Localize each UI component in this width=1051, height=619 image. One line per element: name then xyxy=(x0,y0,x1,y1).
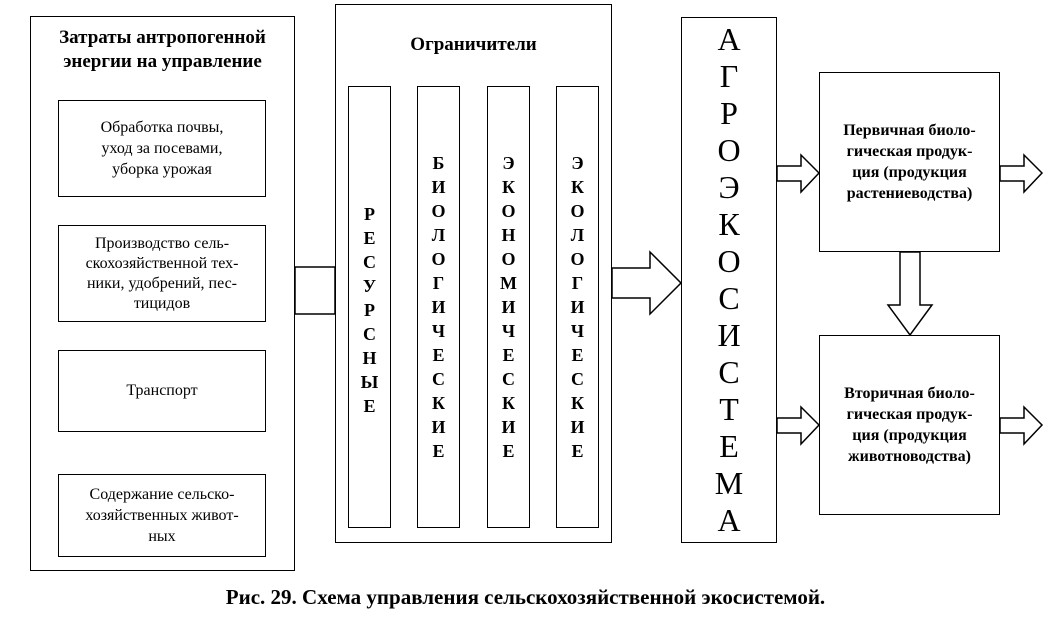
vertical-letter: И xyxy=(501,297,516,317)
limiters-to-agroecosystem-arrow xyxy=(611,250,683,316)
vertical-letter: О xyxy=(717,243,741,279)
cost-item-production: Производство сель- скохозяйственной тех-… xyxy=(58,225,266,322)
vertical-letter: О xyxy=(570,201,585,221)
primary-output-arrow xyxy=(999,153,1044,194)
costs-title: Затраты антропогенной энергии на управле… xyxy=(59,27,266,72)
costs-to-limiters-connector xyxy=(294,266,336,315)
vertical-letter: Р xyxy=(364,204,375,224)
vertical-letter: С xyxy=(718,280,740,316)
vertical-letter: М xyxy=(500,273,517,293)
vertical-letter: Т xyxy=(719,391,739,427)
vertical-letter: О xyxy=(501,249,516,269)
figure-caption: Рис. 29. Схема управления сельскохозяйст… xyxy=(225,585,826,609)
vertical-letter: А xyxy=(717,21,741,57)
primary-production-box: Первичная биоло- гическая продук- ция (п… xyxy=(819,72,1000,252)
vertical-letter: Е xyxy=(502,345,515,365)
cost-item-livestock: Содержание сельско- хозяйственных живот-… xyxy=(58,474,266,557)
secondary-output-arrow xyxy=(999,405,1044,446)
vertical-letter: И xyxy=(570,417,585,437)
cost-item-transport: Транспорт xyxy=(58,350,266,432)
vertical-letter: Р xyxy=(364,300,375,320)
vertical-letter: К xyxy=(431,393,446,413)
vertical-letter: Б xyxy=(432,153,445,173)
vertical-letter: Е xyxy=(571,441,584,461)
vertical-letter: К xyxy=(570,177,585,197)
vertical-letter: Ч xyxy=(501,321,516,341)
vertical-letter: Г xyxy=(571,273,584,293)
vertical-letter: Н xyxy=(362,348,377,368)
vertical-letter: Ч xyxy=(570,321,585,341)
vertical-letter: И xyxy=(717,317,741,353)
agro-to-primary-arrow xyxy=(776,153,821,194)
vertical-letter: С xyxy=(502,369,515,389)
vertical-letter: Е xyxy=(432,441,445,461)
vertical-letter: О xyxy=(717,132,741,168)
vertical-letter: Е xyxy=(719,428,739,464)
vertical-letter: И xyxy=(570,297,585,317)
vertical-letter: Е xyxy=(363,228,376,248)
vertical-letter: О xyxy=(570,249,585,269)
vertical-letter: С xyxy=(363,252,376,272)
vertical-letter: М xyxy=(714,465,744,501)
vertical-letter: Э xyxy=(502,153,515,173)
vertical-letter: О xyxy=(431,249,446,269)
cost-item-soil: Обработка почвы, уход за посевами, уборк… xyxy=(58,100,266,197)
vertical-letter: С xyxy=(571,369,584,389)
vertical-letter: Г xyxy=(719,58,739,94)
vertical-letter: Л xyxy=(570,225,585,245)
vertical-letter: А xyxy=(717,502,741,538)
vertical-letter: Г xyxy=(432,273,445,293)
vertical-letter: О xyxy=(431,201,446,221)
vertical-letter: Р xyxy=(720,95,738,131)
vertical-letter: К xyxy=(570,393,585,413)
vertical-letter: И xyxy=(431,297,446,317)
vertical-letter: С xyxy=(363,324,376,344)
vertical-letter: Е xyxy=(502,441,515,461)
vertical-letter: И xyxy=(431,417,446,437)
vertical-letter: Н xyxy=(501,225,516,245)
vertical-letter: Е xyxy=(432,345,445,365)
vertical-letter: Э xyxy=(718,169,740,205)
agro-to-secondary-arrow xyxy=(776,405,821,446)
vertical-letter: Ы xyxy=(360,372,379,392)
vertical-letter: К xyxy=(718,206,740,242)
limiters-title: Ограничители xyxy=(410,34,537,55)
vertical-letter: К xyxy=(501,393,516,413)
vertical-letter: И xyxy=(431,177,446,197)
vertical-letter: Е xyxy=(363,396,376,416)
primary-to-secondary-arrow xyxy=(886,251,934,337)
vertical-letter: И xyxy=(501,417,516,437)
vertical-letter: О xyxy=(501,201,516,221)
vertical-letter: С xyxy=(718,354,740,390)
secondary-production-box: Вторичная биоло- гическая продук- ция (п… xyxy=(819,335,1000,515)
vertical-letter: У xyxy=(362,276,377,296)
vertical-letter: Е xyxy=(571,345,584,365)
vertical-letter: Ч xyxy=(431,321,446,341)
vertical-letter: Л xyxy=(431,225,446,245)
vertical-letter: Э xyxy=(571,153,584,173)
vertical-letter: К xyxy=(501,177,516,197)
vertical-letter: С xyxy=(432,369,445,389)
